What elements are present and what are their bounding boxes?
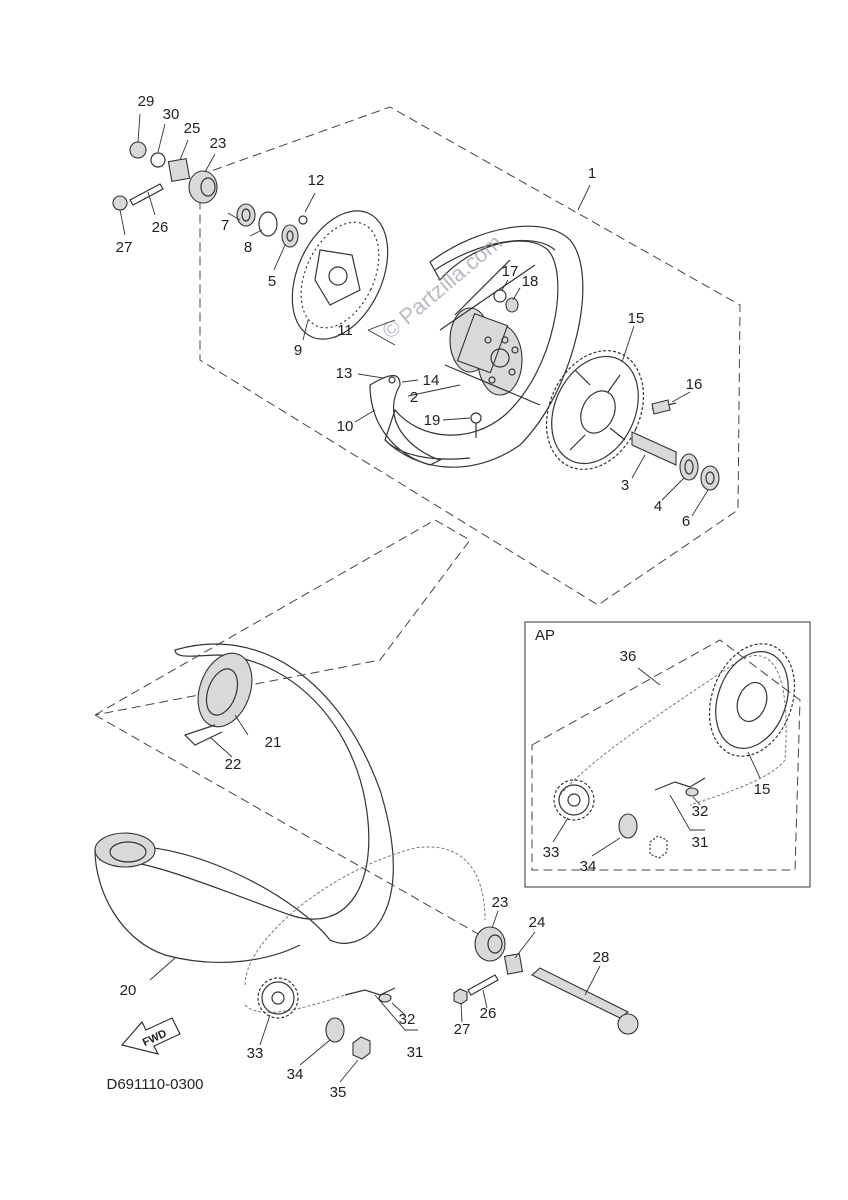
callout-33-inset: 33 — [543, 844, 560, 861]
callout-16: 16 — [686, 376, 703, 393]
callout-29: 29 — [138, 93, 155, 110]
callout-31: 31 — [407, 1044, 424, 1061]
inset-dashed-outline — [531, 639, 801, 871]
callout-13: 13 — [336, 365, 353, 382]
callout-labels: 1 2 3 4 5 6 7 8 9 10 11 12 13 14 15 16 1… — [116, 93, 771, 1101]
callout-9: 9 — [294, 342, 302, 359]
callout-33: 33 — [247, 1045, 264, 1062]
callout-3: 3 — [621, 477, 629, 494]
leader-lines — [119, 113, 761, 1083]
callout-23-top: 23 — [210, 135, 227, 152]
callout-7: 7 — [221, 217, 229, 234]
tire-axis-line — [94, 714, 481, 936]
callout-36: 36 — [620, 648, 637, 665]
axle-and-adjusters — [453, 926, 639, 1035]
drive-sprocket — [257, 977, 299, 1019]
callout-27-bottom: 27 — [454, 1021, 471, 1038]
axle-spacer-bearing-seal — [631, 399, 720, 491]
callout-35: 35 — [330, 1084, 347, 1101]
callout-20: 20 — [120, 982, 137, 999]
callout-6: 6 — [682, 513, 690, 530]
callout-5: 5 — [268, 273, 276, 290]
callout-12: 12 — [308, 172, 325, 189]
callout-31-inset: 31 — [692, 834, 709, 851]
callout-19: 19 — [424, 412, 441, 429]
callout-4: 4 — [654, 498, 662, 515]
inner-tube — [183, 652, 253, 746]
sprocket-lock-washer-and-nut — [325, 1017, 371, 1060]
inset-label: AP — [535, 627, 555, 644]
callout-1: 1 — [588, 165, 596, 182]
fwd-arrow-icon: FWD — [120, 1017, 181, 1055]
brake-disc — [291, 210, 389, 340]
callout-32: 32 — [399, 1011, 416, 1028]
chain-joint — [344, 987, 396, 1003]
rear-sprocket — [545, 350, 645, 470]
callout-24: 24 — [529, 914, 546, 931]
tire-group-outline — [94, 519, 471, 716]
callout-28: 28 — [593, 949, 610, 966]
callout-34-inset: 34 — [580, 858, 597, 875]
inset-chain — [559, 655, 787, 806]
inset-ap-box — [524, 621, 811, 888]
inset-chain-joint — [654, 777, 706, 797]
callout-21: 21 — [265, 734, 282, 751]
callout-11: 11 — [337, 322, 353, 339]
callout-26-bottom: 26 — [480, 1005, 497, 1022]
callout-34: 34 — [287, 1066, 304, 1083]
lower-drive-chain — [244, 846, 486, 1013]
wheel-assembly-outline — [199, 106, 741, 606]
callout-10: 10 — [337, 418, 354, 435]
inset-drive-sprocket — [553, 779, 595, 821]
callout-17: 17 — [502, 263, 519, 280]
tire — [94, 643, 394, 964]
callout-23-bottom: 23 — [492, 894, 509, 911]
callout-27-top: 27 — [116, 239, 133, 256]
callout-18: 18 — [522, 273, 539, 290]
chain-guard — [369, 289, 519, 466]
wheel-hub — [449, 307, 523, 396]
callout-15: 15 — [628, 310, 645, 327]
callout-26-top: 26 — [152, 219, 169, 236]
inset-rear-sprocket — [708, 643, 796, 757]
callout-2: 2 — [410, 389, 418, 406]
callout-8: 8 — [244, 239, 252, 256]
callout-32-inset: 32 — [692, 803, 709, 820]
left-side-parts — [112, 141, 308, 248]
rear-wheel — [384, 225, 584, 468]
callout-30: 30 — [163, 106, 180, 123]
diagram-code: D691110-0300 — [106, 1076, 203, 1093]
inset-lock-washer-and-nut — [618, 813, 668, 859]
callout-14: 14 — [423, 372, 440, 389]
callout-22: 22 — [225, 756, 242, 773]
callout-25: 25 — [184, 120, 201, 137]
callout-15-inset: 15 — [754, 781, 771, 798]
